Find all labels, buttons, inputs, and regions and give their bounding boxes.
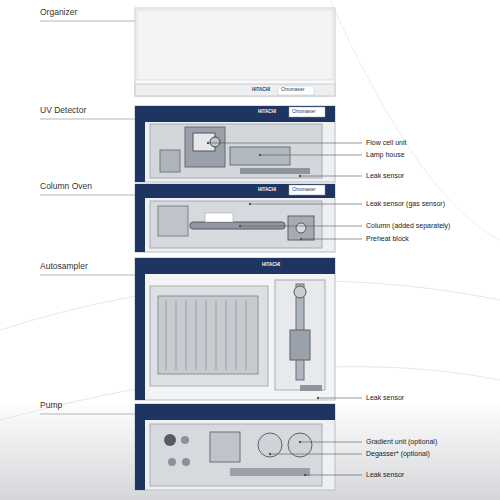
brand-logo: HITACHI	[252, 87, 270, 92]
part-label: Leak sensor	[366, 172, 404, 180]
module-name: Autosampler	[40, 262, 88, 272]
module-name: Pump	[40, 401, 62, 411]
part-label: Flow cell unit	[366, 139, 406, 147]
brand-logo: HITACHI	[262, 262, 280, 267]
part-label: Lamp house	[366, 151, 405, 159]
module-name: UV Detector	[40, 106, 86, 116]
part-label: Column (added separately)	[366, 222, 450, 230]
model-logo: Chromaster	[281, 87, 305, 92]
part-label: Leak sensor (gas sensor)	[366, 200, 445, 208]
module-name: Column Oven	[40, 182, 92, 192]
part-label: Preheat block	[366, 235, 409, 243]
module-name: Organizer	[40, 8, 77, 18]
part-label: Leak sensor	[366, 471, 404, 479]
part-label: Leak sensor	[366, 394, 404, 402]
model-logo: Chromaster	[292, 109, 316, 114]
part-label: Gradient unit (optional)	[366, 438, 437, 446]
brand-logo: HITACHI	[258, 109, 276, 114]
part-label: Degasser* (optional)	[366, 450, 430, 458]
model-logo: Chromaster	[292, 187, 316, 192]
brand-logo: HITACHI	[258, 187, 276, 192]
